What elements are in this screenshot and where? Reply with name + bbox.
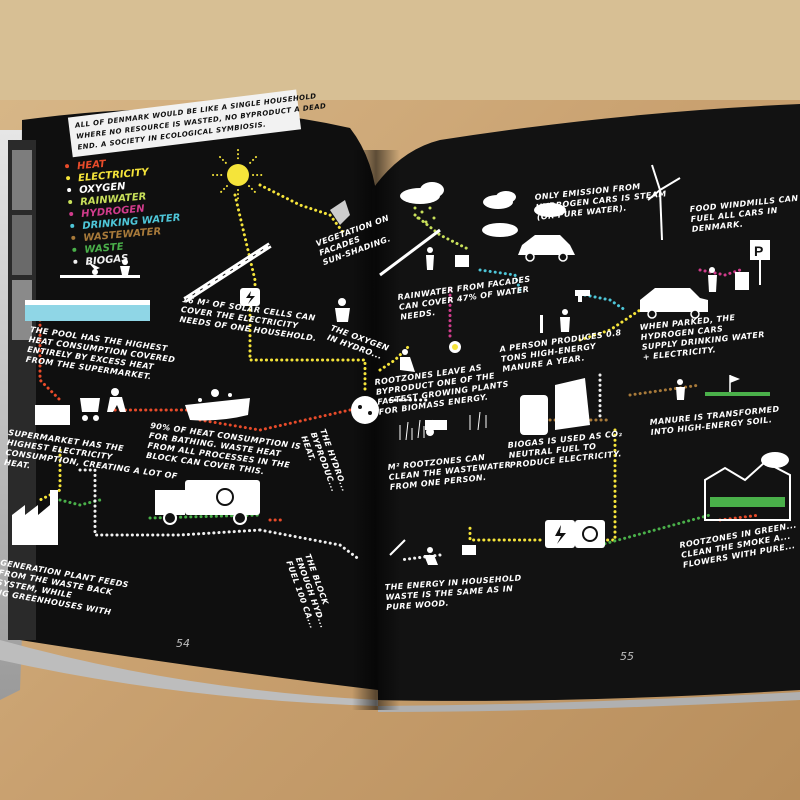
tractor-icon	[425, 420, 447, 436]
vegetation-tree-icon	[330, 200, 350, 225]
flow-heat-loop	[198, 408, 352, 432]
smoke-cloud-icon	[761, 452, 789, 468]
toilet-person-icon	[540, 309, 570, 333]
facade-line-icon	[379, 228, 441, 277]
pool-icon	[25, 300, 150, 321]
greenhouse-icon	[704, 460, 791, 521]
flow-hydrogen-right	[698, 268, 742, 277]
hydrogen-tank-icon	[455, 255, 469, 267]
bathtub-icon	[185, 389, 250, 421]
svg-text:HEAT: HEAT	[77, 159, 108, 173]
flow-electricity-bottom-right	[468, 523, 542, 542]
flow-biogas-bottom-right	[398, 553, 442, 562]
tv-icon	[462, 545, 476, 555]
svg-text:PURE WOOD.: PURE WOOD.	[386, 599, 449, 612]
svg-text:BIOGAS: BIOGAS	[85, 253, 129, 268]
sun-icon	[212, 149, 264, 201]
hydrogen-molecule-icon	[351, 396, 379, 424]
svg-text:WASTE: WASTE	[84, 242, 124, 256]
flow-lines-left	[38, 183, 367, 562]
flow-heat-greenhouse	[718, 513, 762, 522]
fruit-icon	[449, 341, 461, 353]
person-hydrogen-icon	[400, 349, 415, 372]
flow-rainwater-cloud	[413, 213, 472, 252]
flow-electricity-bottom	[38, 448, 62, 502]
caption-bathing: 90% OF HEAT CONSUMPTION IS FOR BATHING. …	[146, 421, 302, 476]
swimmers-icon	[60, 259, 140, 278]
generator-box-icon	[545, 520, 605, 548]
battery-outlet-icon	[240, 288, 260, 306]
flow-electricity-vertical	[598, 428, 617, 542]
person-fueling-icon	[708, 267, 749, 292]
flow-biogas-right	[258, 528, 362, 562]
left-page-strip-photos	[12, 150, 32, 340]
svg-text:OXYGEN: OXYGEN	[79, 181, 127, 196]
flow-drinking-water	[478, 268, 522, 292]
flow-drinking-right	[583, 293, 627, 312]
flow-biogas-bottom	[78, 468, 262, 537]
person-field-icon	[676, 379, 685, 400]
parked-car-icon	[640, 288, 708, 319]
flow-wastewater-soil	[628, 383, 702, 397]
cloud-icon-4	[534, 203, 566, 217]
bottom-page-edges	[0, 640, 378, 706]
svg-text:HEAT.: HEAT.	[4, 458, 32, 471]
factory-icon	[12, 490, 58, 545]
person-waters-icon	[426, 247, 434, 270]
flow-electricity-right-main	[578, 308, 642, 342]
supermarket-icon	[35, 388, 126, 425]
legend-item-biogas: BIOGAS	[73, 253, 129, 268]
flow-electricity-main	[248, 303, 367, 392]
cloud-icon-2	[483, 191, 516, 209]
biogas-tanks-icon	[520, 378, 590, 435]
page-number-left: 54	[176, 637, 190, 650]
garbage-truck-icon	[155, 480, 260, 525]
person-sitting-icon	[424, 547, 438, 565]
page-number-right: 55	[620, 650, 634, 663]
solar-panel-icon	[183, 242, 272, 303]
windmill-icon	[647, 164, 681, 241]
wall	[0, 0, 800, 100]
parking-sign-label: P	[754, 243, 763, 259]
person-garden-icon	[335, 298, 350, 322]
rootzone-grass-icon	[399, 411, 487, 441]
flow-electricity-down	[258, 183, 347, 237]
flag-field-icon	[705, 375, 770, 396]
legend-item-oxygen: OXYGEN	[67, 181, 127, 196]
lamp-icon	[389, 539, 406, 556]
rain-icon	[413, 206, 436, 224]
spine-gutter	[352, 150, 400, 710]
flow-waste-bottom	[58, 498, 102, 507]
parking-sign-icon: P	[750, 240, 770, 285]
right-page-edges	[378, 692, 800, 712]
cloud-icon-1	[400, 182, 444, 204]
faucet-icon	[575, 290, 590, 302]
legend-item-heat: HEAT	[65, 159, 108, 173]
cloud-icon-3	[482, 223, 518, 237]
flow-electricity-sun	[233, 193, 257, 302]
flow-waste-right	[598, 513, 712, 547]
hydrogen-car-icon	[518, 235, 575, 262]
flow-heat-pool	[38, 318, 62, 402]
legend-item-waste: WASTE	[72, 242, 124, 256]
